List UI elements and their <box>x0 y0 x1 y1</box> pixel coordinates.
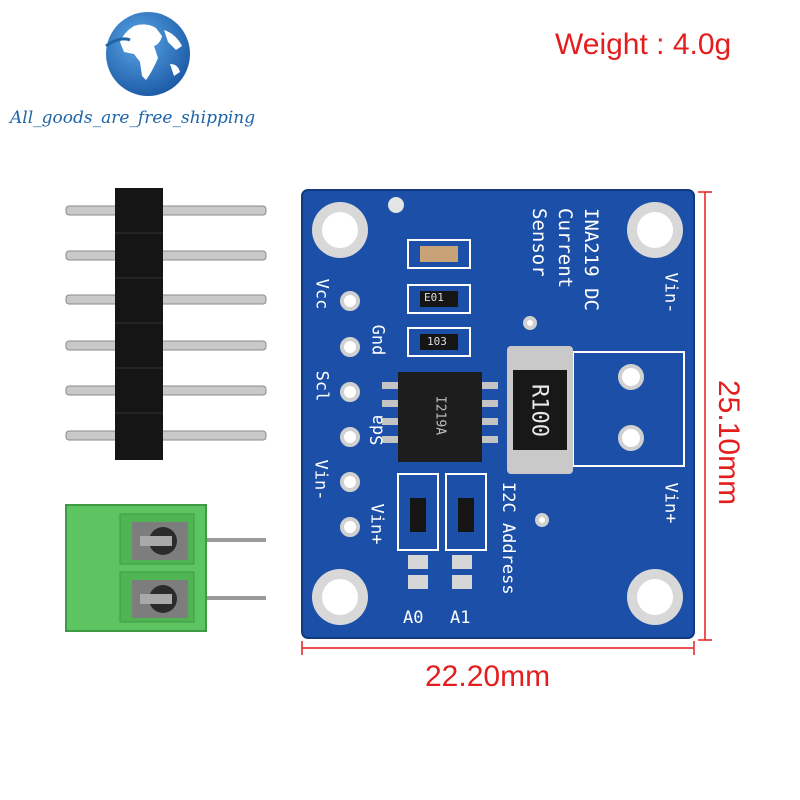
board-title-line2: Current <box>554 208 576 289</box>
shunt-resistor-label: R100 <box>526 384 552 437</box>
brand-tagline: All_goods_are_free_shipping <box>10 108 256 128</box>
board-title-line3: Sensor <box>528 208 550 277</box>
mounting-hole-icon <box>312 202 683 625</box>
pin-label-gnd: Gnd <box>367 324 388 356</box>
resistor-marking-2: 103 <box>427 335 447 348</box>
pin-label-scl: Scl <box>311 370 332 402</box>
jumper-label-a1: A1 <box>450 608 471 628</box>
terminal-label-vin-plus: Vin+ <box>660 482 681 524</box>
i2c-address-label: I2C Address <box>498 482 518 595</box>
weight-label: Weight : 4.0g <box>555 28 732 61</box>
pin-header <box>65 188 267 460</box>
globe-icon <box>105 12 190 96</box>
height-dimension-label: 25.10mm <box>712 380 745 506</box>
width-dimension-label: 22.20mm <box>425 660 551 693</box>
pin-label-vcc: Vcc <box>311 278 332 310</box>
ic-marking: I219A <box>432 395 448 436</box>
terminal-label-vin-minus: Vin- <box>660 272 681 314</box>
resistor-marking-1: E01 <box>424 291 444 304</box>
pin-label-sda: Sda <box>367 414 388 446</box>
pin-label-vin-plus: Vin+ <box>366 503 387 545</box>
jumper-label-a0: A0 <box>403 608 424 628</box>
screw-terminal <box>65 504 266 632</box>
dimension-lines <box>301 191 712 655</box>
pcb-board <box>301 189 695 639</box>
pin-label-vin-minus: Vin- <box>310 459 331 501</box>
globe-logo <box>100 6 200 106</box>
board-title-line1: INA219 DC <box>580 208 602 311</box>
